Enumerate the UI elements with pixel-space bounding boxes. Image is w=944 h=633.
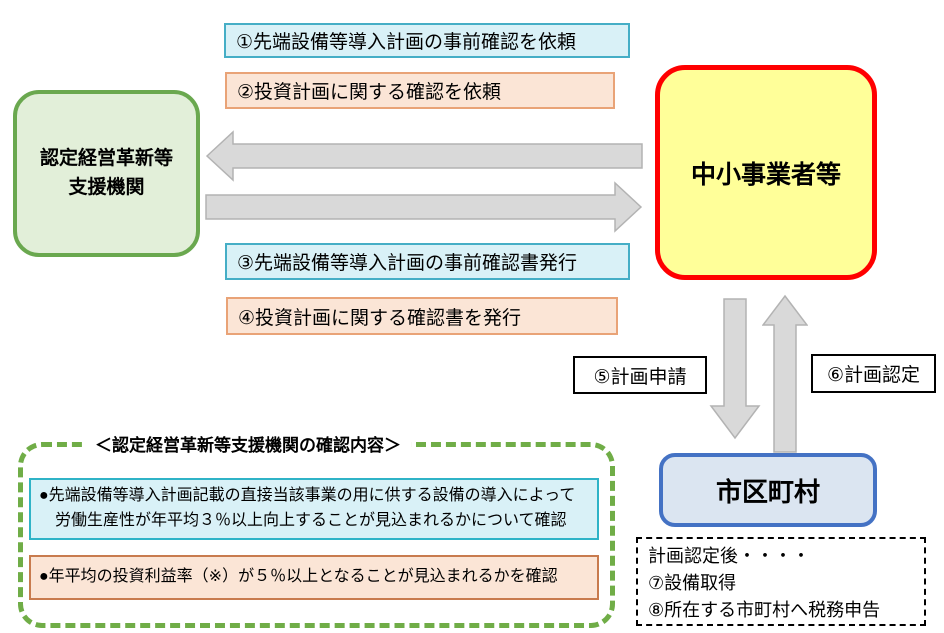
step2-investment-confirm-request-label: ②投資計画に関する確認を依頼: [225, 72, 615, 109]
arrow-down-icon: [709, 298, 761, 440]
step4-text: ④投資計画に関する確認書を発行: [238, 307, 522, 329]
step2-text: ②投資計画に関する確認を依頼: [237, 82, 502, 103]
step1-text: ①先端設備等導入計画の事前確認を依頼: [236, 32, 577, 53]
post-approval-line3: ⑧所在する市町村へ税務申告: [648, 600, 881, 620]
support-organization-name-line2: 支援機関: [68, 176, 145, 198]
confirm-item-roi: ●年平均の投資利益率（※）が５％以上となることが見込まれるかを確認: [29, 555, 599, 600]
step3-text: ③先端設備等導入計画の事前確認書発行: [237, 253, 578, 274]
confirm-item-roi-text: ●年平均の投資利益率（※）が５％以上となることが見込まれるかを確認: [39, 568, 558, 586]
post-approval-note: 計画認定後・・・・ ⑦設備取得 ⑧所在する市町村へ税務申告: [636, 537, 926, 626]
confirm-item-productivity-line2: 労働生産性が年平均３％以上向上することが見込まれるかについて確認: [55, 511, 567, 529]
municipality-node: 市区町村: [659, 453, 877, 527]
municipality-name: 市区町村: [715, 476, 820, 507]
arrow-up-icon: [762, 294, 808, 454]
confirm-content-panel: ＜認定経営革新等支援機関の確認内容＞ ●先端設備等導入計画記載の直接当該事業の用…: [18, 431, 615, 628]
step5-plan-application-label: ⑤計画申請: [573, 356, 707, 394]
step3-precheck-issue-label: ③先端設備等導入計画の事前確認書発行: [225, 243, 630, 280]
support-organization-name-line1: 認定経営革新等: [39, 148, 173, 169]
step4-investment-confirm-issue-label: ④投資計画に関する確認書を発行: [226, 297, 618, 335]
sme-node: 中小事業者等: [655, 65, 877, 280]
step6-plan-certification-label: ⑥計画認定: [811, 354, 936, 393]
confirm-item-productivity-line1: ●先端設備等導入計画記載の直接当該事業の用に供する設備の導入によって: [39, 487, 576, 504]
arrow-left-icon: [205, 130, 643, 182]
support-organization-node: 認定経営革新等 支援機関: [13, 90, 200, 257]
confirm-item-productivity: ●先端設備等導入計画記載の直接当該事業の用に供する設備の導入によって 労働生産性…: [29, 478, 599, 540]
sme-name: 中小事業者等: [690, 160, 841, 189]
arrow-right-icon: [205, 181, 643, 233]
step6-text: ⑥計画認定: [826, 365, 921, 386]
step5-text: ⑤計画申請: [593, 366, 687, 388]
post-approval-line1: 計画認定後・・・・: [648, 546, 810, 566]
confirm-panel-title: ＜認定経営革新等支援機関の確認内容＞: [85, 431, 411, 456]
step1-precheck-request-label: ①先端設備等導入計画の事前確認を依頼: [224, 23, 630, 58]
post-approval-line2: ⑦設備取得: [648, 573, 737, 593]
